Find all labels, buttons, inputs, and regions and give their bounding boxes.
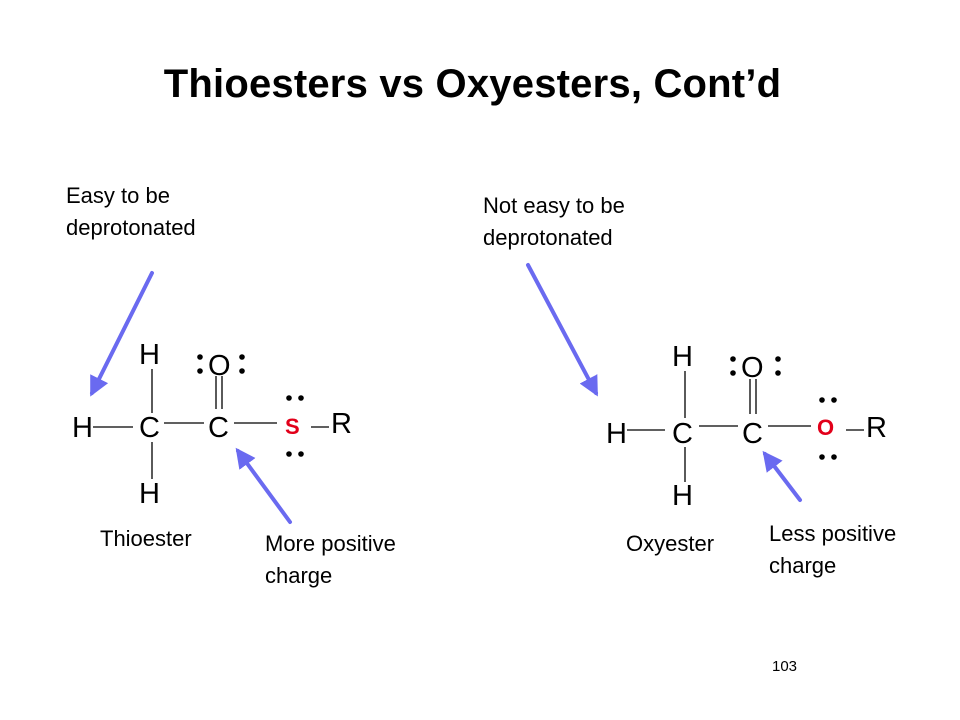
slide-title: Thioesters vs Oxyesters, Cont’d (163, 62, 782, 106)
thioester-h-top: H (139, 339, 160, 371)
thioester-bonds (93, 369, 329, 479)
oxyester-lone-pairs (730, 356, 837, 460)
thioester-deprotonation-arrow (90, 271, 154, 397)
oxyester-charge-note: Less positive charge (769, 521, 897, 578)
thioester-h-left: H (72, 412, 93, 444)
oxyester-bonds (627, 371, 864, 482)
oxyester-o-carbonyl: O (741, 352, 764, 384)
thioester-lone-pairs (197, 354, 304, 457)
thioester-h-bottom: H (139, 478, 160, 510)
oxyester-deprotonation-arrow (526, 263, 598, 397)
thioester-c-alpha: C (139, 412, 160, 444)
oxyester-charge-arrow (762, 450, 802, 502)
slide-number: 103 (772, 658, 798, 675)
thioester-sulfur: S (285, 414, 300, 439)
oxyester-c-carbonyl: C (742, 418, 763, 450)
oxyester-oxygen: O (817, 415, 834, 440)
thioester-charge-arrow (235, 447, 292, 524)
thioester-structure: H H H C C O S R (72, 339, 352, 510)
oxyester-deprotonation-note: Not easy to be deprotonated (483, 193, 625, 250)
thioester-label: Thioester (100, 526, 192, 551)
thioester-r-group: R (331, 408, 352, 440)
oxyester-structure: H H H C C O O R (606, 341, 887, 512)
thioester-c-carbonyl: C (208, 412, 229, 444)
oxyester-c-alpha: C (672, 418, 693, 450)
thioester-o-carbonyl: O (208, 350, 231, 382)
thioester-deprotonation-note: Easy to be deprotonated (66, 183, 196, 240)
oxyester-r-group: R (866, 412, 887, 444)
oxyester-h-left: H (606, 418, 627, 450)
oxyester-h-bottom: H (672, 480, 693, 512)
oxyester-h-top: H (672, 341, 693, 373)
oxyester-label: Oxyester (626, 531, 715, 556)
thioester-charge-note: More positive charge (265, 531, 396, 588)
